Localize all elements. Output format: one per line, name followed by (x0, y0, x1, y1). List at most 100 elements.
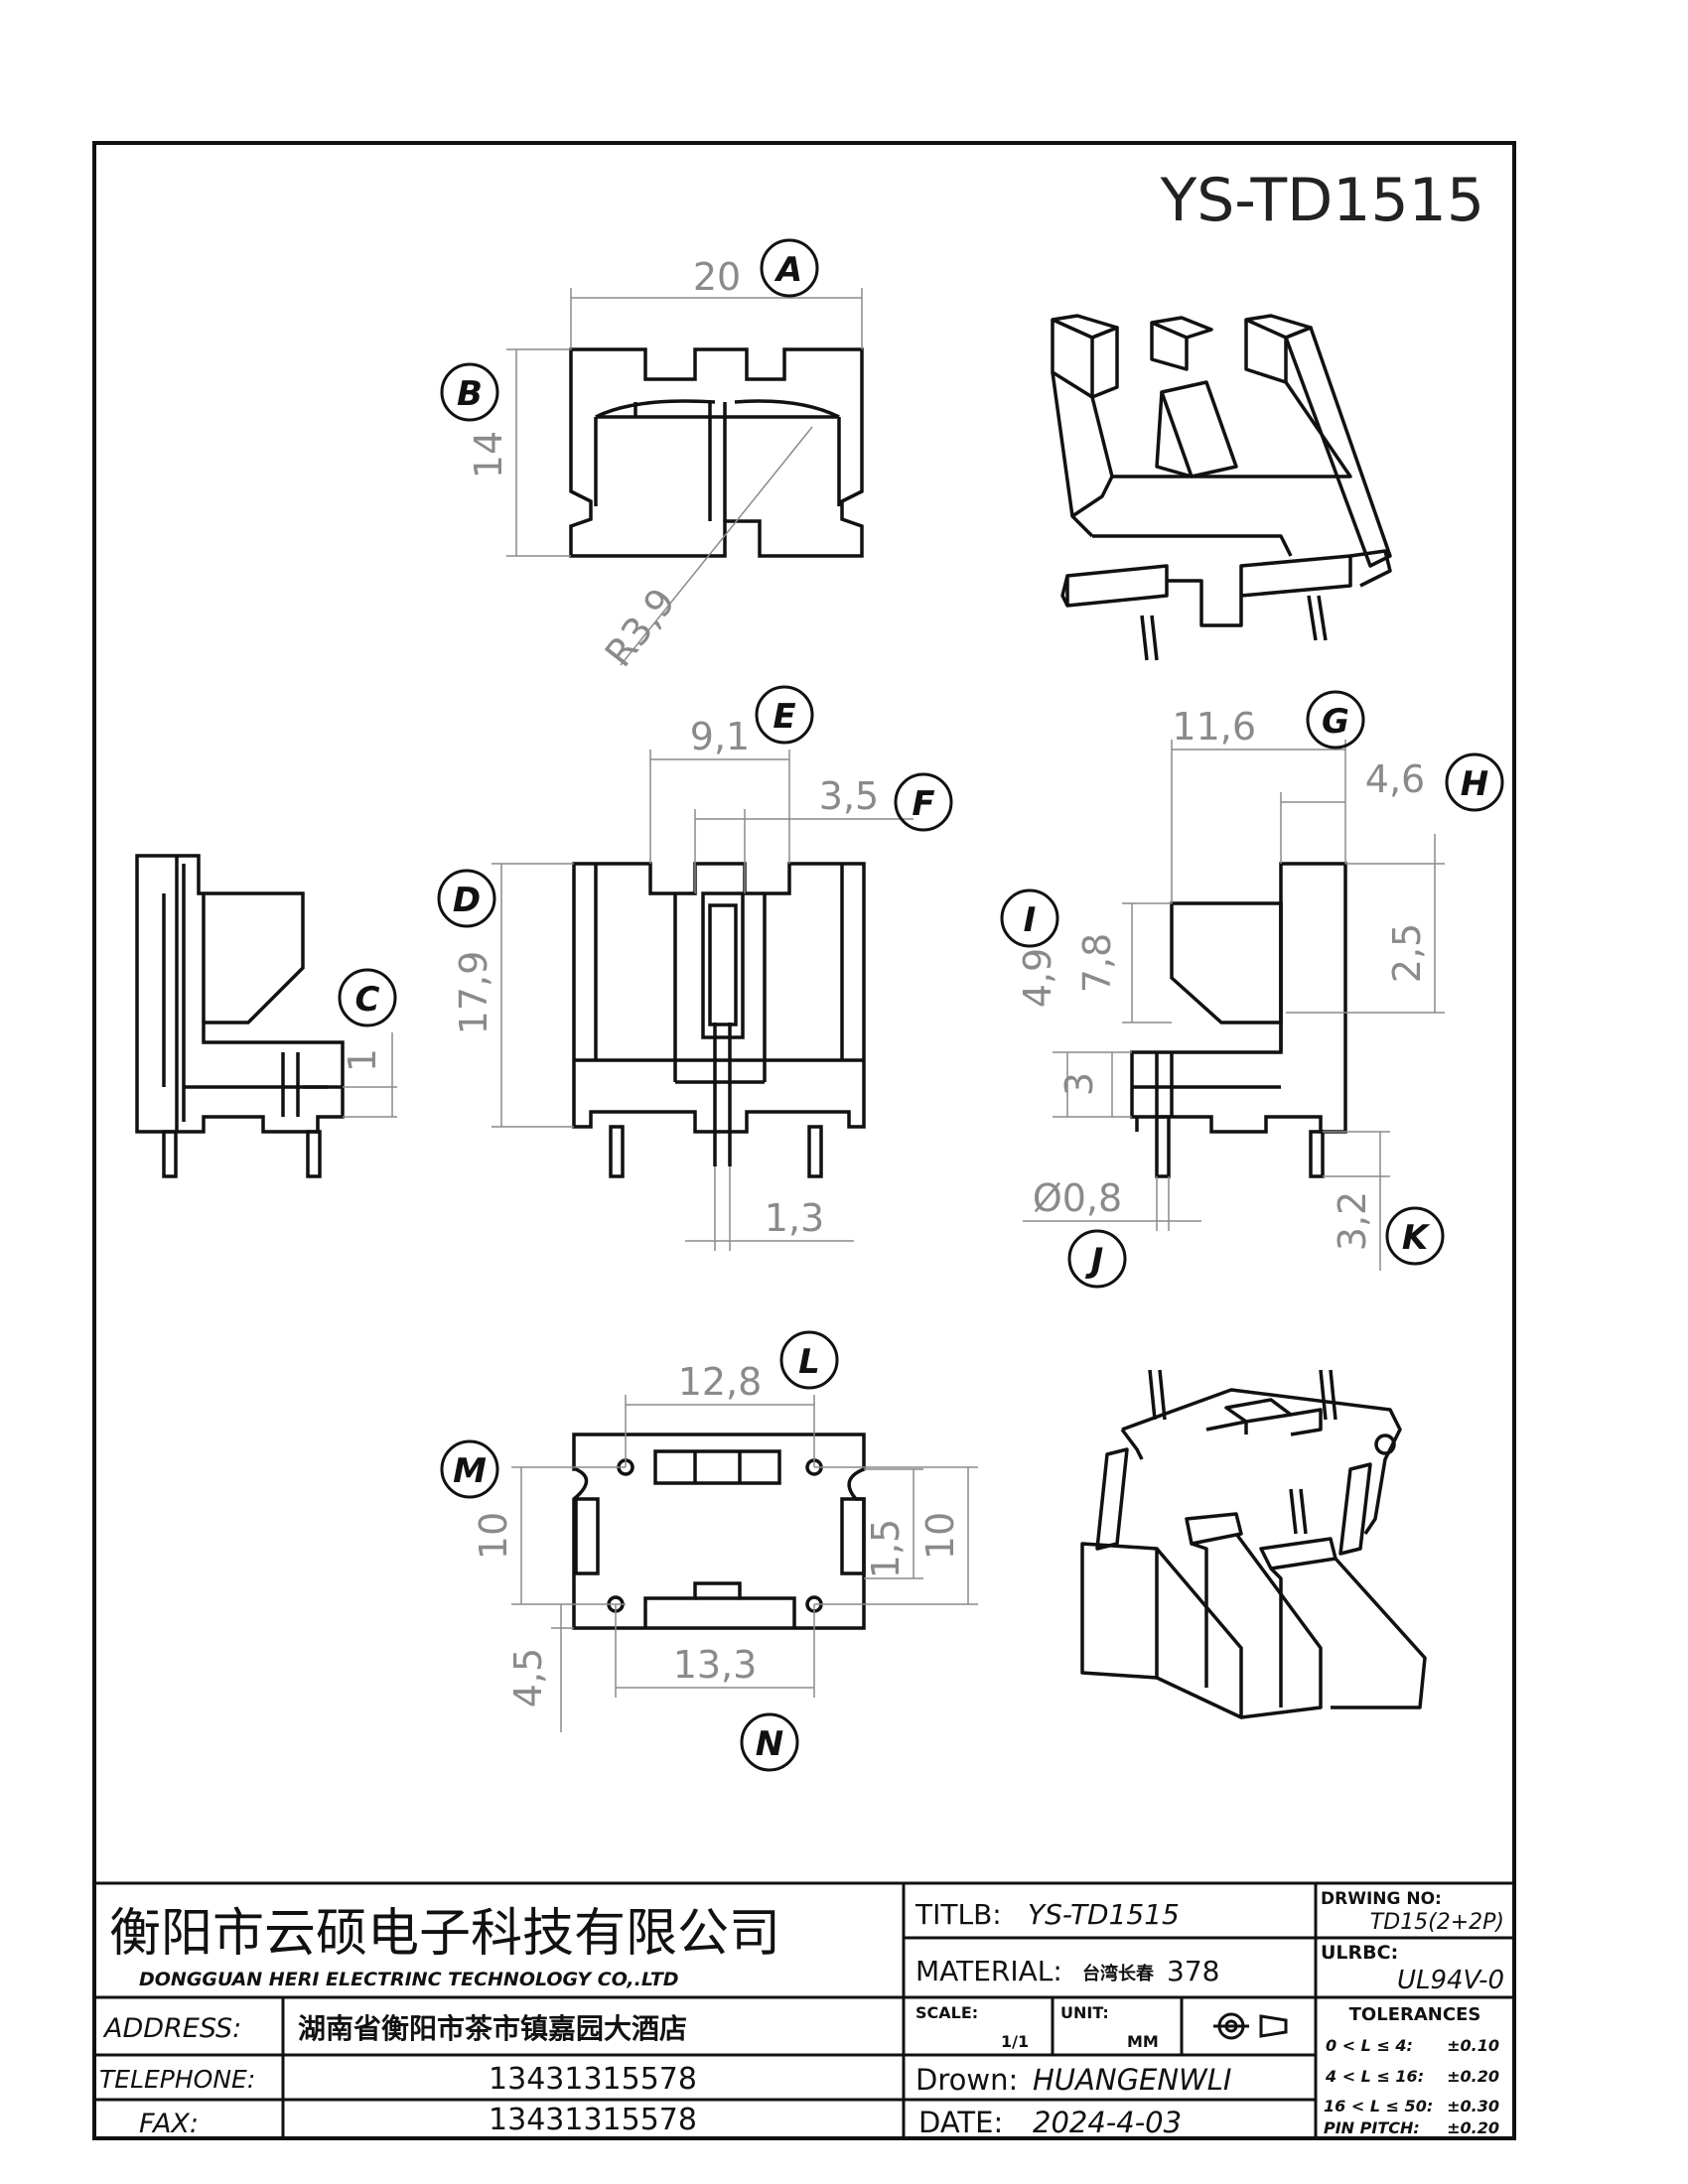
drawing-no-label: DRWING NO: (1321, 1889, 1442, 1909)
front-view (572, 862, 866, 1178)
dim-45: 4,5 (506, 1648, 550, 1707)
dim-13: 1,3 (765, 1196, 824, 1240)
dim-78: 7,8 (1075, 933, 1119, 993)
dim-10-right: 10 (918, 1512, 962, 1560)
front-view-dims (492, 750, 914, 1251)
unit-label: UNIT: (1060, 2003, 1109, 2022)
svg-text:J: J (1085, 1241, 1104, 1281)
dim-15: 1,5 (864, 1519, 908, 1578)
tolerances-label: TOLERANCES (1349, 2004, 1481, 2025)
side-view-c-dims (343, 1032, 397, 1118)
company-name-cn: 衡阳市云硕电子科技有限公司 (109, 1904, 780, 1964)
dim-32: 3,2 (1331, 1191, 1374, 1251)
dim-35: 3,5 (819, 774, 879, 818)
telephone-label: TELEPHONE: (99, 2065, 255, 2094)
svg-text:F: F (912, 784, 934, 824)
company-name-en: DONGGUAN HERI ELECTRINC TECHNOLOGY CO,.L… (139, 1969, 679, 1990)
dim-179: 17,9 (452, 951, 495, 1035)
side-view-c (135, 854, 345, 1178)
dim-128: 12,8 (678, 1360, 763, 1404)
telephone-value: 13431315578 (489, 2062, 697, 2097)
callout-m: M (440, 1439, 499, 1499)
dim-08: Ø0,8 (1033, 1176, 1122, 1220)
material-value: 378 (1167, 1955, 1219, 1987)
svg-text:A: A (774, 250, 802, 290)
tol-value-4: ±0.20 (1447, 2118, 1499, 2137)
tol-range-4: PIN PITCH: (1324, 2118, 1420, 2137)
tol-range-3: 16 < L ≤ 50: (1324, 2097, 1433, 2116)
unit-value: MM (1127, 2032, 1159, 2051)
callout-c: C (338, 968, 397, 1027)
title-value: YS-TD1515 (1028, 1898, 1180, 1931)
dim-10-left: 10 (472, 1512, 515, 1560)
date-value: 2024-4-03 (1033, 2106, 1182, 2139)
svg-text:N: N (756, 1724, 783, 1764)
svg-text:D: D (453, 881, 481, 920)
svg-text:K: K (1402, 1218, 1431, 1258)
dim-14: 14 (467, 431, 510, 478)
scale-value: 1/1 (1001, 2032, 1029, 2051)
drawn-label: Drown: (915, 2063, 1018, 2097)
dim-116: 11,6 (1172, 705, 1256, 749)
drawing-no-value: TD15(2+2P) (1370, 1910, 1504, 1935)
svg-text:C: C (355, 980, 380, 1020)
callout-d: D (437, 869, 496, 928)
address-value: 湖南省衡阳市茶市镇嘉园大酒店 (298, 2012, 687, 2045)
tol-value-2: ±0.20 (1447, 2067, 1499, 2086)
tol-value-3: ±0.30 (1447, 2097, 1499, 2116)
svg-text:M: M (453, 1451, 487, 1491)
bottom-view-dims (511, 1395, 978, 1732)
ul-label: ULRBC: (1321, 1942, 1398, 1964)
callout-n: N (740, 1712, 799, 1772)
drawn-value: HUANGENWLI (1033, 2063, 1231, 2097)
tol-value-1: ±0.10 (1447, 2036, 1499, 2055)
title-block (94, 1881, 1514, 2138)
dim-133: 13,3 (673, 1643, 758, 1687)
dim-49: 4,9 (1016, 948, 1059, 1008)
address-label: ADDRESS: (102, 2013, 241, 2044)
material-label: MATERIAL: (915, 1955, 1062, 1987)
callout-h: H (1445, 752, 1504, 812)
bottom-view (572, 1433, 866, 1630)
dim-3: 3 (1057, 1072, 1101, 1096)
material-cn: 台湾长春 (1082, 1963, 1155, 1984)
tol-range-1: 0 < L ≤ 4: (1326, 2036, 1413, 2055)
date-label: DATE: (918, 2106, 1003, 2139)
fax-label: FAX: (139, 2109, 199, 2139)
top-view-dims (506, 288, 863, 666)
svg-text:H: H (1461, 764, 1488, 804)
callout-l: L (779, 1330, 839, 1390)
dim-91: 9,1 (690, 715, 750, 758)
right-view-dims (1023, 740, 1445, 1271)
dim-1: 1 (341, 1048, 384, 1072)
top-view (569, 347, 864, 558)
callout-k: K (1385, 1206, 1445, 1266)
callout-i: I (1000, 888, 1059, 948)
fax-value: 13431315578 (489, 2103, 697, 2137)
dim-r39: R3,9 (597, 580, 684, 675)
ul-value: UL94V-0 (1397, 1966, 1504, 1995)
svg-text:E: E (773, 697, 795, 737)
dim-46: 4,6 (1365, 757, 1425, 801)
scale-label: SCALE: (915, 2003, 978, 2022)
callout-f: F (894, 772, 953, 832)
callout-j: J (1067, 1229, 1127, 1289)
svg-text:B: B (457, 374, 483, 414)
sheet-border (92, 141, 1516, 2140)
dim-20: 20 (693, 255, 741, 299)
svg-text:L: L (798, 1342, 820, 1382)
iso-view-bottom (1080, 1369, 1427, 1719)
tol-range-2: 4 < L ≤ 16: (1325, 2067, 1424, 2086)
svg-text:I: I (1024, 900, 1037, 940)
callout-g: G (1306, 690, 1365, 750)
dim-25: 2,5 (1385, 923, 1429, 983)
iso-view-top (1051, 314, 1392, 661)
title-label: TITLB: (914, 1898, 1002, 1931)
callout-e: E (755, 685, 814, 745)
callout-a: A (760, 238, 819, 298)
right-view (1130, 862, 1347, 1178)
callout-b: B (440, 362, 499, 422)
svg-text:G: G (1322, 702, 1349, 742)
part-number: YS-TD1515 (1160, 166, 1484, 235)
